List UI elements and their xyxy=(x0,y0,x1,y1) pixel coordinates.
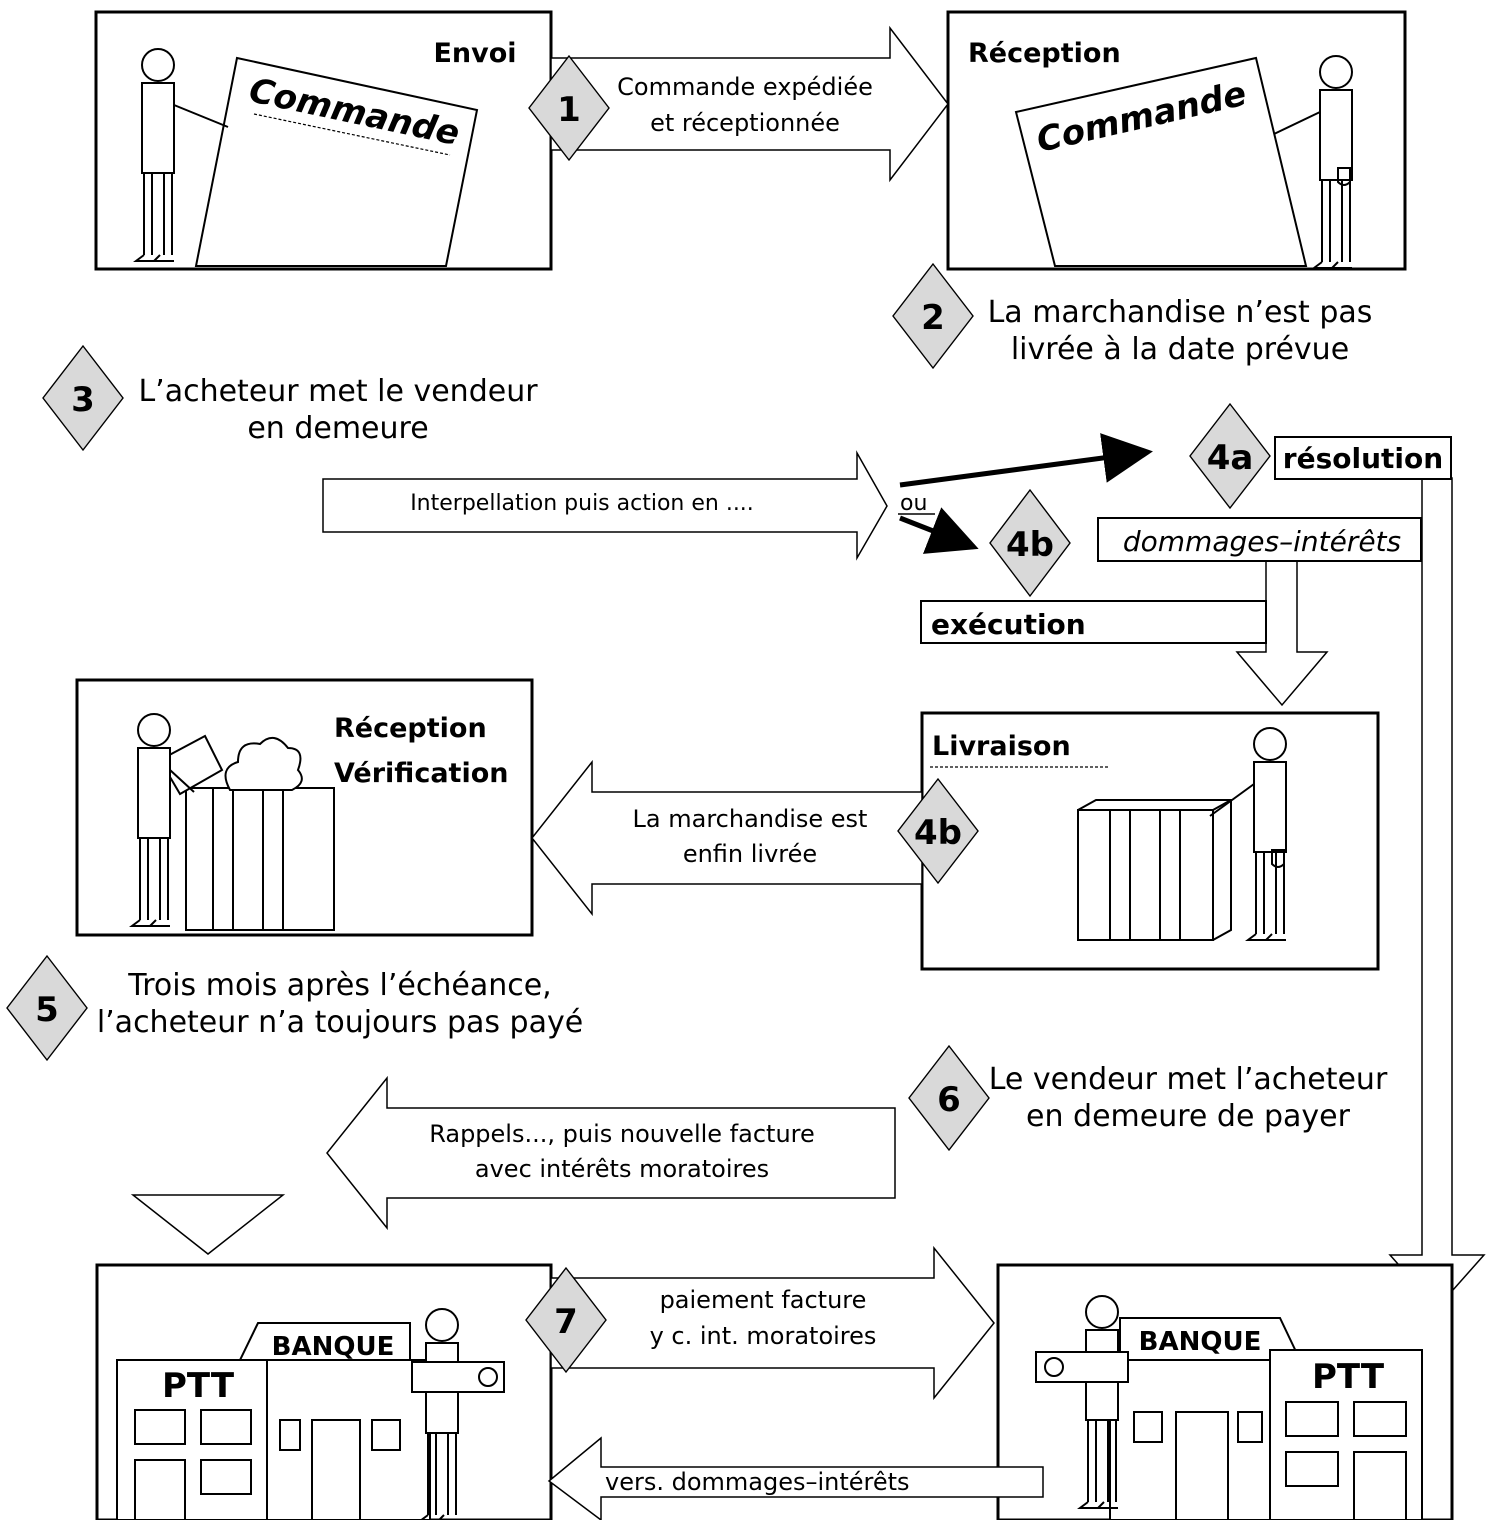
reception-check-title-line2: Vérification xyxy=(334,758,508,789)
damages-box xyxy=(1097,517,1422,562)
order-document xyxy=(194,56,479,267)
reception-order-panel: Réception Commande xyxy=(946,10,1407,271)
step-3-badge xyxy=(42,344,124,452)
bank-right-building xyxy=(1109,1359,1281,1520)
bank-left-sign: BANQUE xyxy=(272,1332,395,1362)
step-4b-badge xyxy=(989,488,1071,598)
step-5-badge-number: 5 xyxy=(35,990,59,1030)
step-7-badge-number: 7 xyxy=(554,1302,578,1342)
step-3-badge-number: 3 xyxy=(71,380,95,420)
post-left-sign: PTT xyxy=(162,1366,235,1406)
step-7-text-line1: paiement facture xyxy=(660,1286,867,1314)
reception-check-panel: Réception Vérification xyxy=(75,678,534,937)
bank-left-panel: BANQUE PTT xyxy=(95,1263,553,1520)
received-order-document xyxy=(1014,56,1308,267)
step-1-badge xyxy=(528,54,610,162)
step-6-text-line2: en demeure de payer xyxy=(1026,1099,1351,1134)
step-3-text-line2: en demeure xyxy=(247,411,428,446)
step-1: Commande expédiée et réceptionnée 1 xyxy=(528,25,949,183)
bank-right-sign: BANQUE xyxy=(1139,1327,1262,1357)
delivery-step: La marchandise est enfin livrée 4b xyxy=(531,759,979,917)
execution-label: exécution xyxy=(931,608,1086,641)
to-damages-pointer xyxy=(899,507,979,554)
delivery-text-line1: La marchandise est xyxy=(633,805,868,833)
bank-right-panel: BANQUE PTT xyxy=(996,1263,1454,1520)
delivered-crate xyxy=(1077,809,1214,941)
interpellation-arrow xyxy=(322,450,888,561)
step-2-text-line1: La marchandise n’est pas xyxy=(988,295,1373,330)
crate-lid xyxy=(158,734,224,796)
delivery-badge-number: 4b xyxy=(914,813,962,853)
livraison-panel: Livraison xyxy=(920,711,1380,971)
post-right-sign: PTT xyxy=(1312,1357,1385,1397)
seller-figure xyxy=(1273,55,1353,269)
open-crate xyxy=(185,787,335,931)
delivery-text-line2: enfin livrée xyxy=(683,840,817,868)
refund-arrow xyxy=(547,1436,1044,1520)
step-6-text-line1: Le vendeur met l’acheteur xyxy=(989,1062,1388,1097)
step-1-arrow xyxy=(550,25,949,183)
livraison-title: Livraison xyxy=(932,731,1071,762)
resolution-box xyxy=(1274,436,1452,480)
step-1-badge-number: 1 xyxy=(557,90,581,130)
execution-down-arrow xyxy=(1235,559,1329,707)
reception-order-title: Réception xyxy=(968,38,1121,69)
step-7: paiement facture y c. int. moratoires 7 xyxy=(525,1245,995,1401)
reminders-step: Rappels..., puis nouvelle facture avec i… xyxy=(130,1075,896,1255)
buyer-figure xyxy=(135,48,229,262)
payment-arrow xyxy=(550,1245,995,1401)
step-5-text-line2: l’acheteur n’a toujours pas payé xyxy=(97,1005,583,1040)
to-resolution-pointer xyxy=(899,433,1153,488)
interpellation-arrow-group: Interpellation puis action en .... ou xyxy=(322,433,1153,561)
execution-box xyxy=(920,600,1267,644)
step-2: 2 La marchandise n’est pas livrée à la d… xyxy=(892,262,1373,370)
packing-material xyxy=(224,737,303,791)
step-6: 6 Le vendeur met l’acheteur en demeure d… xyxy=(908,1044,1388,1152)
or-connector: ou xyxy=(900,491,927,516)
damages-label: dommages–intérêts xyxy=(1123,525,1401,558)
reminders-arrow xyxy=(326,1075,896,1231)
reception-check-title-line1: Réception xyxy=(334,713,487,744)
delivery-arrow xyxy=(531,759,923,917)
step-4a-badge xyxy=(1189,402,1271,510)
resolution-down-arrow xyxy=(1388,477,1486,1310)
reminders-text-line2: avec intérêts moratoires xyxy=(475,1155,769,1183)
step-1-text-line2: et réceptionnée xyxy=(650,109,840,137)
step-1-text-line1: Commande expédiée xyxy=(617,73,873,101)
step-2-badge xyxy=(892,262,974,370)
step-5-badge xyxy=(6,954,88,1062)
bank-left-building xyxy=(239,1359,431,1520)
step-6-badge-number: 6 xyxy=(937,1080,961,1120)
interpellation-text: Interpellation puis action en .... xyxy=(410,491,754,516)
step-2-text-line2: livrée à la date prévue xyxy=(1011,332,1349,367)
step-3-text-line1: L’acheteur met le vendeur xyxy=(138,374,538,409)
document-underline xyxy=(253,113,451,156)
step-5-text-line1: Trois mois après l’échéance, xyxy=(127,968,551,1003)
resolution-label: résolution xyxy=(1283,442,1443,475)
step-4a-badge-number: 4a xyxy=(1207,438,1254,478)
received-envelope xyxy=(1035,1351,1129,1383)
to-payment-down-triangle xyxy=(130,1194,286,1255)
envoi-panel: Envoi Commande xyxy=(94,10,553,271)
step-5: 5 Trois mois après l’échéance, l’acheteu… xyxy=(6,954,583,1062)
refund-step: vers. dommages–intérêts xyxy=(547,1436,1044,1520)
step-3: 3 L’acheteur met le vendeur en demeure xyxy=(42,344,538,452)
buyer-checking-figure xyxy=(131,713,195,927)
envoi-title: Envoi xyxy=(433,38,516,69)
step-7-text-line2: y c. int. moratoires xyxy=(650,1322,877,1350)
step-7-badge xyxy=(525,1266,607,1374)
step-6-badge xyxy=(908,1044,990,1152)
step-4b-badge-number: 4b xyxy=(1006,525,1054,565)
reminders-text-line1: Rappels..., puis nouvelle facture xyxy=(429,1120,815,1148)
refund-text: vers. dommages–intérêts xyxy=(605,1468,910,1496)
delivery-badge xyxy=(897,777,979,885)
payment-envelope xyxy=(411,1361,505,1393)
step-2-badge-number: 2 xyxy=(921,298,945,338)
deliverer-figure xyxy=(1209,727,1287,941)
step-4-options: résolution 4a dommages–intérêts exécutio… xyxy=(920,402,1486,1310)
